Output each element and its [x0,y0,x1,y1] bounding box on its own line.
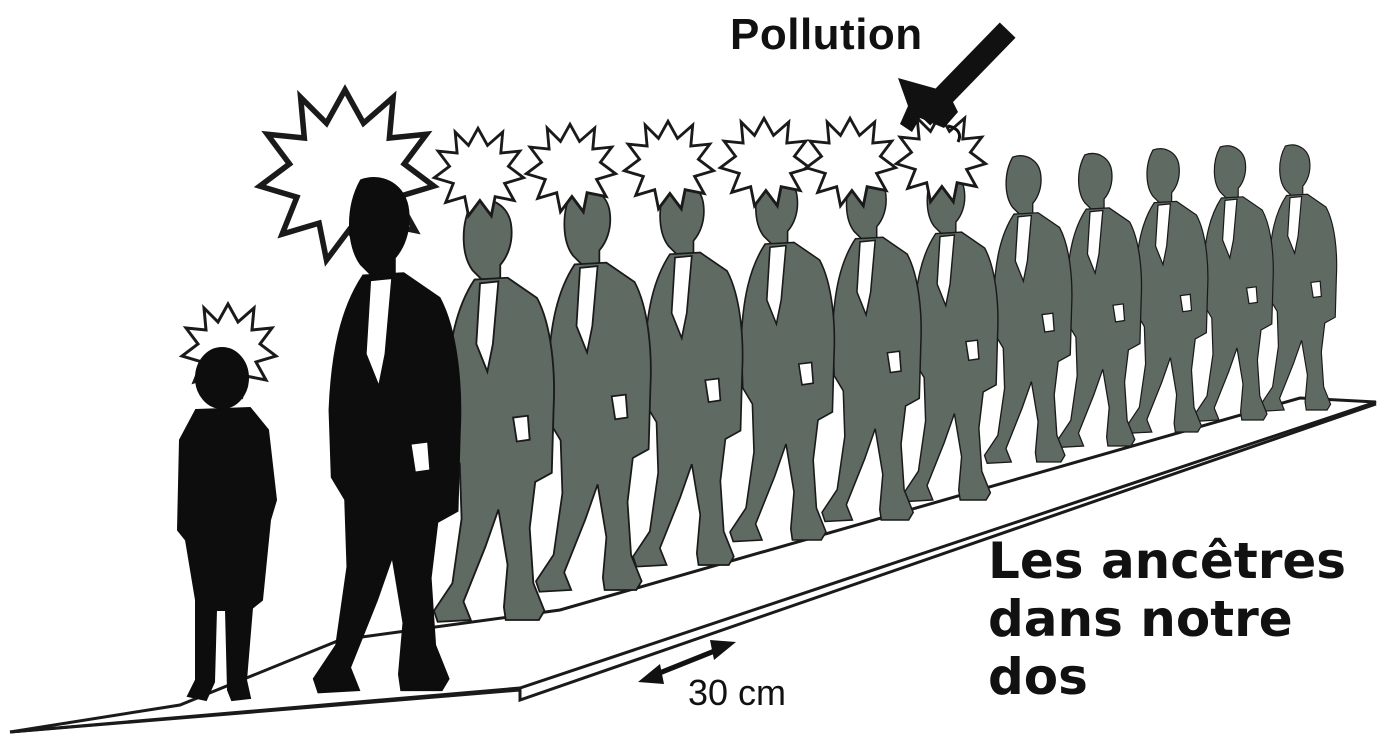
pollution-bursts [434,114,985,215]
ancestor-figure [730,174,834,541]
burst-icon [434,128,523,215]
ancestors-caption: Les ancêtres dans notre dos [988,532,1379,706]
ancestors-caption-line-2: dans notre dos [988,590,1379,706]
distance-label: 30 cm [688,672,786,714]
pollution-label: Pollution [730,10,923,60]
father-burst-icon [260,90,434,260]
ancestors-caption-line-1: Les ancêtres [988,532,1379,590]
ancestor-figure [822,173,921,522]
child-figure [178,348,276,700]
